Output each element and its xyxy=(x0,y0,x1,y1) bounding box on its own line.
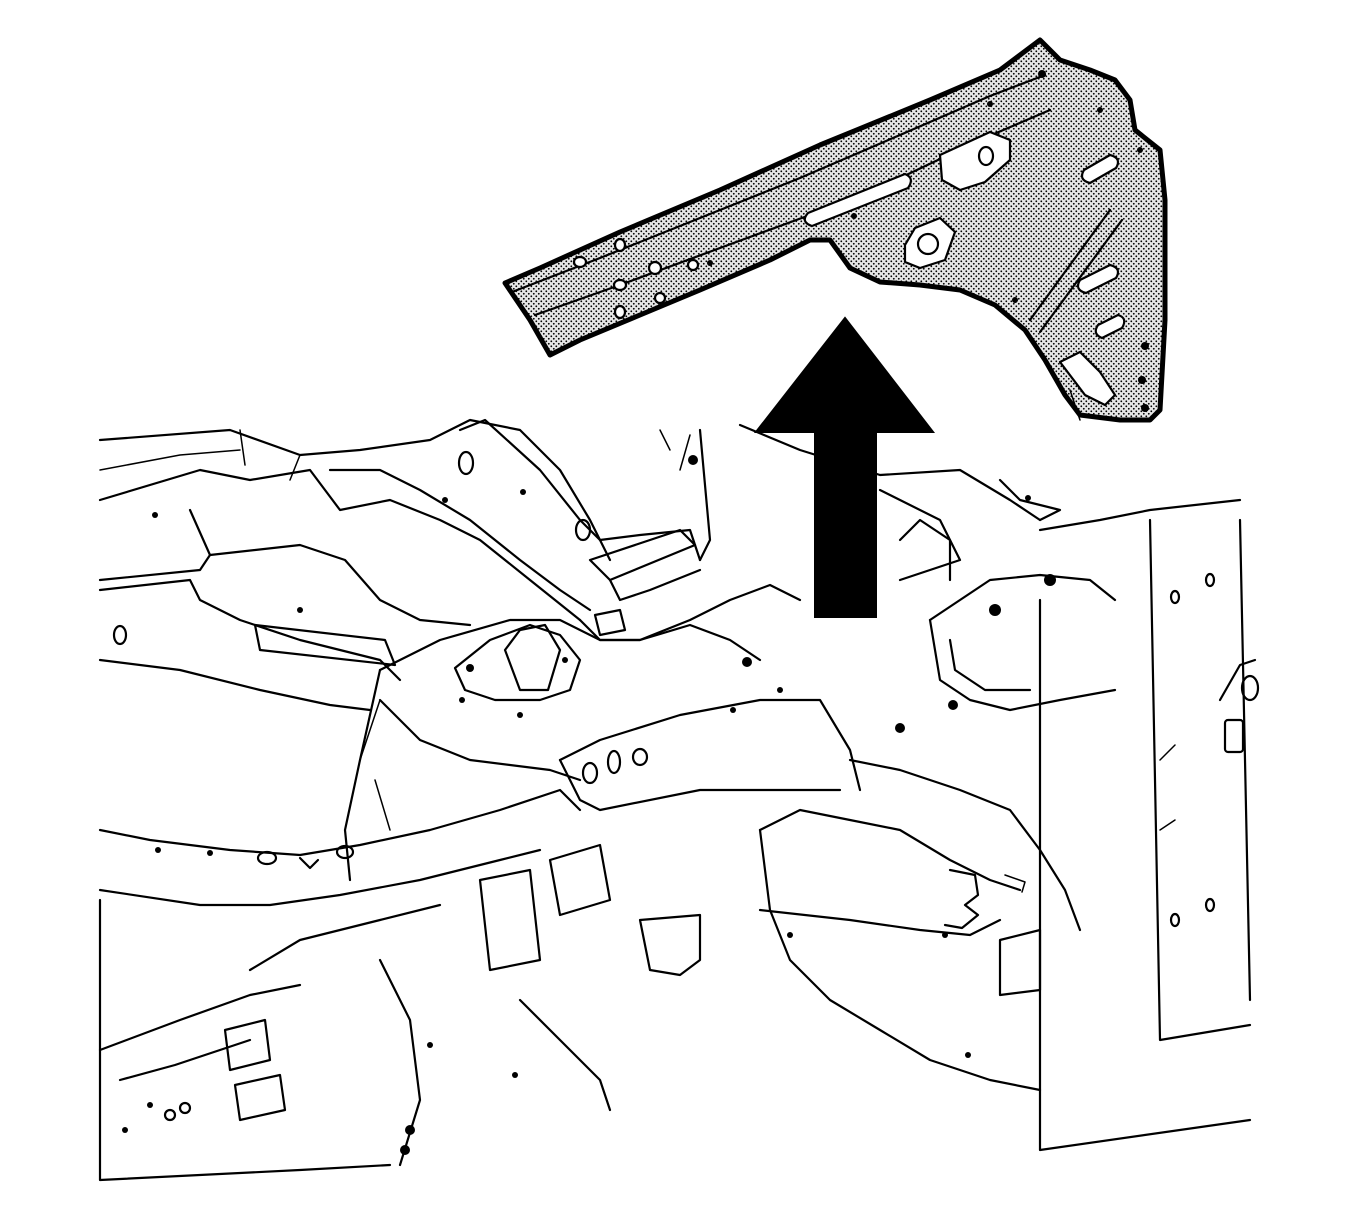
left-lower-rail xyxy=(98,578,402,712)
highlighted-upper-rail-panel xyxy=(502,37,1168,423)
wheelhouse-liner xyxy=(758,758,1082,1092)
upper-tie-bar xyxy=(558,583,862,812)
bracket-assembly xyxy=(400,528,958,1155)
shock-tower-mount xyxy=(343,618,762,882)
front-lower-apron xyxy=(98,898,442,1182)
up-arrow-icon xyxy=(753,316,936,618)
cowl-panel xyxy=(659,423,1062,582)
lower-bracket xyxy=(378,843,702,1167)
hinge-pillar xyxy=(928,498,1260,1152)
left-upper-rail xyxy=(98,418,612,627)
lower-crossmember xyxy=(98,788,582,907)
strut-tower-apron xyxy=(328,418,702,612)
vehicle-body-structure xyxy=(98,418,1260,1182)
